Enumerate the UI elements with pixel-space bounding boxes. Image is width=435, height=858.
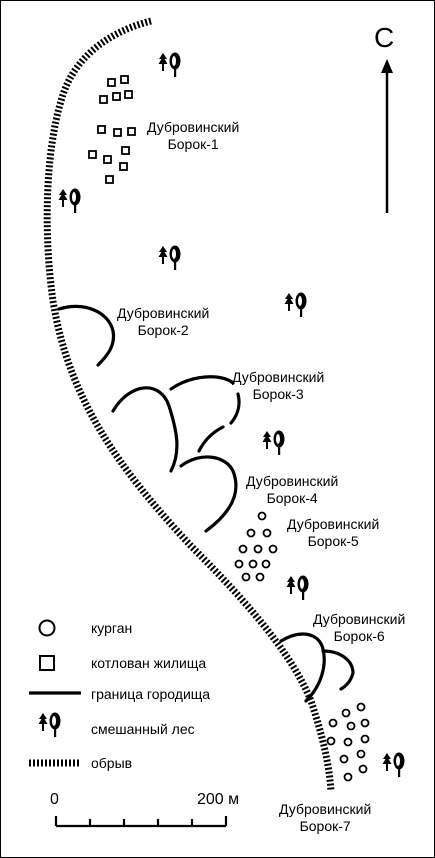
site-name: Дубровинский xyxy=(147,119,240,135)
site-label-borok-4: Дубровинский Борок-4 xyxy=(246,473,338,507)
dwelling-pits xyxy=(88,75,136,184)
site-number: Борок-4 xyxy=(266,490,318,506)
site-label-borok-7: Дубровинский Борок-7 xyxy=(279,801,371,835)
legend-pit: котлован жилища xyxy=(91,655,207,671)
site-label-borok-3: Дубровинский Борок-3 xyxy=(232,369,324,403)
tree-icon xyxy=(158,52,181,77)
kurgans-borok-7 xyxy=(326,702,370,782)
site-label-borok-5: Дубровинский Борок-5 xyxy=(287,516,379,550)
site-label-borok-1: Дубровинский Борок-1 xyxy=(147,119,239,153)
legend-symbols xyxy=(29,619,81,767)
tree-icon xyxy=(286,575,309,600)
site-name: Дубровинский xyxy=(287,516,380,532)
legend-forest: смешанный лес xyxy=(91,721,195,737)
legend-cliff: обрыв xyxy=(91,755,133,771)
scale-end-label: 200 м xyxy=(197,791,240,808)
north-label: С xyxy=(374,22,395,53)
site-number: Борок-2 xyxy=(137,322,189,338)
tree-icon xyxy=(284,292,307,317)
site-number: Борок-6 xyxy=(333,628,385,644)
tree-icon xyxy=(158,245,181,270)
site-number: Борок-1 xyxy=(167,136,219,152)
legend-border: граница городища xyxy=(91,686,211,702)
kurgans-borok-5 xyxy=(234,511,278,582)
legend-kurgan: курган xyxy=(91,620,133,636)
site-label-borok-2: Дубровинский Борок-2 xyxy=(117,305,209,339)
site-name: Дубровинский xyxy=(279,801,372,817)
site-name: Дубровинский xyxy=(246,473,339,489)
site-number: Борок-3 xyxy=(252,386,304,402)
site-name: Дубровинский xyxy=(232,369,325,385)
scale-bar xyxy=(54,816,228,828)
settlement-borders xyxy=(57,304,355,703)
tree-icon xyxy=(58,188,81,213)
site-name: Дубровинский xyxy=(313,611,406,627)
north-arrow xyxy=(381,59,393,213)
site-name: Дубровинский xyxy=(117,305,210,321)
site-label-borok-6: Дубровинский Борок-6 xyxy=(313,611,405,645)
scale-start-label: 0 xyxy=(50,791,59,808)
tree-icon xyxy=(382,752,405,777)
site-number: Борок-7 xyxy=(299,818,351,834)
tree-icon xyxy=(262,430,285,455)
site-number: Борок-5 xyxy=(307,533,359,549)
